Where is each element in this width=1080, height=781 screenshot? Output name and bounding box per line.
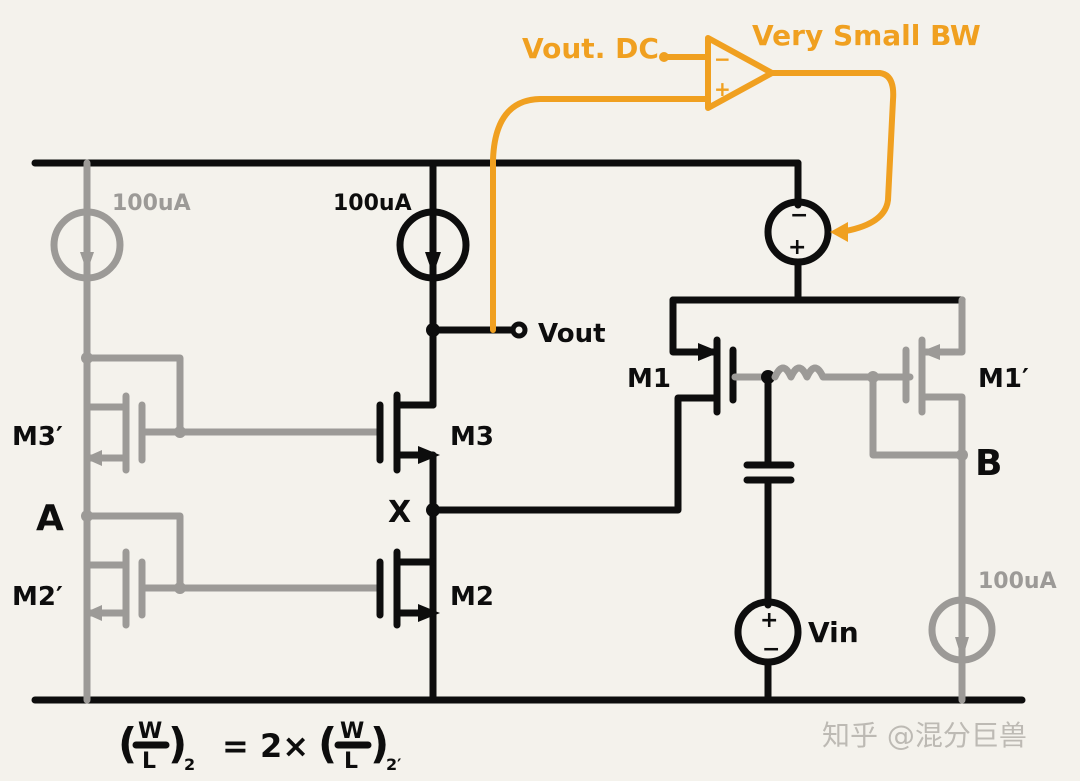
svg-text:(: ( — [318, 719, 337, 768]
arrow-left-icon — [830, 222, 848, 242]
label-node-x: X — [388, 495, 411, 530]
arrow-down-icon — [955, 637, 969, 660]
eq-lhs-w: W — [138, 719, 162, 744]
label-m1-prime: M1′ — [978, 364, 1029, 394]
svg-text:(: ( — [118, 719, 137, 768]
vin-plus-sign: + — [760, 608, 778, 633]
inductor — [771, 364, 914, 381]
eq-rhs-sub: 2′ — [386, 755, 401, 774]
label-m3: M3 — [450, 422, 494, 452]
label-node-b: B — [975, 443, 1002, 484]
eq-lhs-sub: 2 — [184, 755, 195, 774]
opamp-minus-sign: − — [714, 47, 731, 71]
label-m3-prime: M3′ — [12, 422, 63, 452]
current-source-main — [396, 208, 470, 282]
feedback-loop — [490, 35, 897, 333]
main-branch — [376, 159, 719, 704]
eq-lhs-l: L — [142, 749, 156, 774]
label-vout: Vout — [538, 319, 606, 349]
label-node-a: A — [36, 498, 64, 539]
label-m1: M1 — [627, 364, 671, 394]
label-vout-dc: Vout. DC — [522, 32, 659, 65]
eq-rhs-w: W — [340, 719, 364, 744]
opamp-plus-sign: + — [714, 77, 731, 101]
input-stage — [429, 159, 996, 704]
eq-operator: = 2× — [222, 727, 309, 765]
arrow-down-icon — [425, 252, 441, 275]
arrow-down-icon — [80, 252, 94, 272]
vin-minus-sign: − — [762, 637, 780, 662]
watermark: 知乎 @混分巨兽 — [822, 719, 1027, 752]
opamp — [705, 35, 775, 111]
current-source-left — [50, 208, 124, 282]
node-b-dot — [956, 449, 968, 461]
label-100ua-right: 100uA — [978, 569, 1057, 594]
eq-rhs-l: L — [344, 749, 358, 774]
vsrc-minus-sign: − — [790, 203, 808, 228]
svg-text:): ) — [370, 719, 389, 768]
label-very-small-bw: Very Small BW — [752, 19, 981, 52]
vsrc-plus-sign: + — [788, 235, 806, 260]
svg-text:): ) — [168, 719, 187, 768]
vout-terminal — [510, 321, 528, 339]
vout-dc-terminal — [659, 52, 669, 62]
sizing-equation: ( W L ) 2 = 2× ( W L ) 2′ — [118, 719, 401, 774]
label-100ua-main: 100uA — [333, 191, 412, 216]
label-vin: Vin — [808, 616, 859, 649]
label-m2-prime: M2′ — [12, 582, 63, 612]
label-m2: M2 — [450, 582, 494, 612]
label-100ua-left: 100uA — [112, 191, 191, 216]
replica-branch-left — [50, 159, 384, 704]
